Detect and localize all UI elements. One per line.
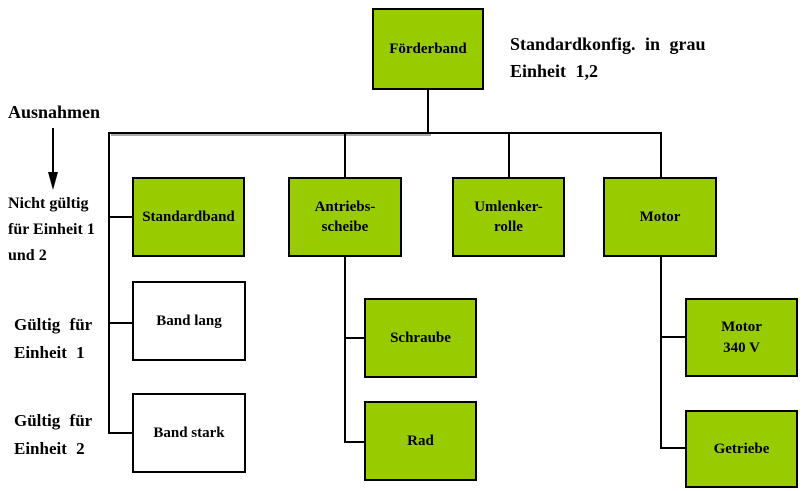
down-arrow-icon — [48, 128, 58, 190]
connector-main-horizontal — [108, 132, 662, 134]
node-band-lang-label: Band lang — [156, 312, 222, 329]
connector-main-shadow — [111, 134, 431, 136]
node-umlenkerrolle: Umlenker- rolle — [452, 177, 565, 257]
node-motor-340v: Motor 340 V — [685, 298, 798, 377]
connector-root-drop — [427, 90, 429, 133]
standard-config-note: Standardkonfig. in grau Einheit 1,2 — [510, 34, 706, 81]
ausnahmen-label: Ausnahmen — [8, 102, 101, 122]
node-band-stark-label: Band stark — [153, 424, 225, 441]
node-schraube-label: Schraube — [390, 329, 451, 346]
node-antriebsscheibe-label: Antriebs- scheibe — [314, 198, 376, 235]
node-getriebe: Getriebe — [685, 410, 798, 488]
node-rad: Rad — [364, 401, 477, 481]
connector-stub-motor-340v — [660, 336, 685, 338]
connector-stub-schraube — [344, 337, 364, 339]
node-band-stark: Band stark — [132, 393, 246, 473]
node-antriebsscheibe: Antriebs- scheibe — [288, 177, 402, 257]
connector-rail-motor — [660, 257, 662, 449]
connector-stub-standardband — [108, 216, 132, 218]
node-rad-label: Rad — [407, 432, 434, 449]
node-foerderband-label: Förderband — [389, 40, 467, 57]
connector-drop-motor — [660, 132, 662, 177]
connector-stub-band-stark — [108, 432, 132, 434]
valid-unit2-label: Gültig für Einheit 2 — [14, 411, 93, 458]
node-standardband: Standardband — [132, 177, 245, 257]
connector-drop-antriebsscheibe — [344, 132, 346, 177]
node-getriebe-label: Getriebe — [713, 440, 770, 457]
node-foerderband: Förderband — [372, 8, 484, 90]
node-standardband-label: Standardband — [142, 208, 235, 225]
node-schraube: Schraube — [364, 298, 477, 378]
node-band-lang: Band lang — [132, 281, 246, 361]
not-valid-label: Nicht gültig für Einheit 1 und 2 — [8, 195, 95, 264]
node-motor: Motor — [603, 177, 717, 257]
node-umlenkerrolle-label: Umlenker- rolle — [474, 198, 543, 235]
node-motor-label: Motor — [639, 208, 681, 225]
connector-rail-antriebsscheibe — [344, 257, 346, 443]
valid-unit1-label: Gültig für Einheit 1 — [14, 315, 93, 362]
node-motor-340v-label: Motor 340 V — [721, 319, 762, 356]
connector-drop-umlenkerrolle — [508, 132, 510, 177]
connector-stub-band-lang — [108, 322, 132, 324]
connector-left-rail — [108, 132, 110, 434]
connector-stub-rad — [344, 441, 364, 443]
connector-stub-getriebe — [660, 447, 685, 449]
